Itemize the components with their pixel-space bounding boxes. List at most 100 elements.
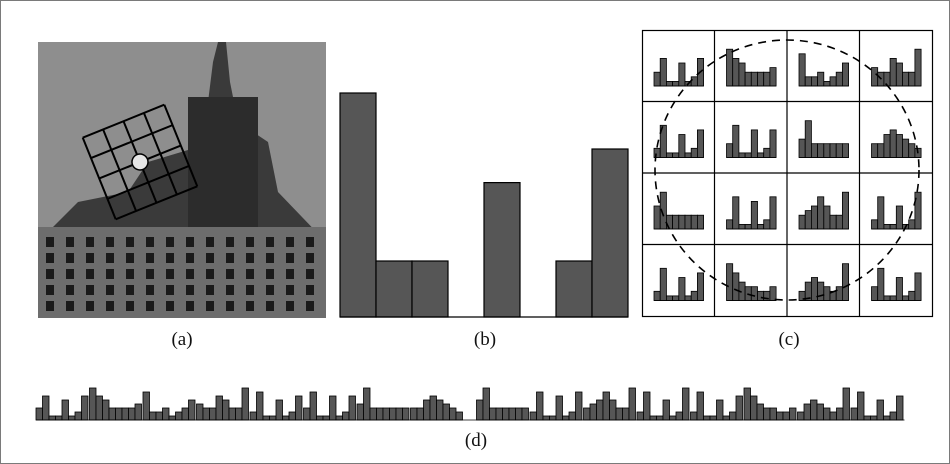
grid-line-v xyxy=(142,112,178,195)
vector-bar xyxy=(555,395,563,421)
window xyxy=(166,237,174,247)
cell-histogram-bar xyxy=(726,48,734,87)
cell-histogram-bar xyxy=(902,295,910,301)
vector-bar xyxy=(836,407,844,421)
vector-bar xyxy=(436,399,444,421)
cell-histogram-bar xyxy=(829,143,837,158)
window xyxy=(206,269,214,279)
vector-bar xyxy=(202,407,210,421)
vector-bar xyxy=(42,395,50,421)
cell-histogram-bar xyxy=(690,147,698,158)
window xyxy=(166,301,174,311)
window xyxy=(66,269,74,279)
histogram-bar xyxy=(375,260,413,318)
cell-histogram-bar xyxy=(798,138,806,158)
vector-bar xyxy=(690,411,698,421)
cell-histogram-bar xyxy=(665,295,673,301)
cell-histogram-bar xyxy=(769,196,777,230)
caption-b: (b) xyxy=(473,329,497,350)
vector-bar xyxy=(609,399,617,421)
vector-bar xyxy=(288,411,296,421)
vector-bar xyxy=(797,411,805,421)
window xyxy=(106,285,114,295)
vector-bar xyxy=(416,407,424,421)
window xyxy=(146,301,154,311)
vector-bar xyxy=(256,391,264,421)
vector-bar xyxy=(275,399,283,421)
vector-bar xyxy=(703,415,711,421)
window xyxy=(86,269,94,279)
window xyxy=(166,269,174,279)
vector-bar xyxy=(850,407,858,421)
vector-bar xyxy=(128,407,136,421)
cell-histogram-bar xyxy=(817,281,825,301)
vector-bar xyxy=(643,391,651,421)
cell-histogram-bar xyxy=(684,152,692,158)
window xyxy=(226,237,234,247)
cell-histogram-bar xyxy=(908,71,916,87)
window xyxy=(226,301,234,311)
vector-bar xyxy=(142,391,150,421)
image-patch-panel xyxy=(38,42,326,318)
cell-histogram-bar xyxy=(665,214,673,230)
vector-bar xyxy=(823,407,831,421)
cell-histogram-bar xyxy=(672,81,680,87)
vector-bar xyxy=(776,411,784,421)
vector-bar xyxy=(168,415,176,421)
window xyxy=(126,269,134,279)
cell-histogram-bar xyxy=(732,57,740,87)
window xyxy=(46,285,54,295)
cell-histogram-bar xyxy=(750,71,758,87)
window xyxy=(266,237,274,247)
cell-histogram-bar xyxy=(871,143,879,158)
window xyxy=(246,269,254,279)
vector-bar xyxy=(662,399,670,421)
cell-histogram-bar xyxy=(810,76,818,87)
vector-bar xyxy=(508,407,516,421)
cell-histogram-bar xyxy=(908,219,916,230)
window xyxy=(146,253,154,263)
cell-histogram-bar xyxy=(665,152,673,158)
cell-histogram-bar xyxy=(871,286,879,301)
window xyxy=(126,237,134,247)
window xyxy=(306,301,314,311)
cell-histogram-bar xyxy=(653,147,661,158)
cell-histogram-bar xyxy=(883,71,891,87)
vector-bar xyxy=(682,387,690,421)
window xyxy=(86,253,94,263)
vector-bar xyxy=(542,415,550,421)
cell-histogram-bar xyxy=(883,295,891,301)
grid-line-h xyxy=(115,185,198,221)
cell-histogram-bar xyxy=(835,214,843,230)
cell-histogram-bar xyxy=(902,138,910,158)
cell-histogram-bar xyxy=(914,191,922,230)
cell-histogram-bar xyxy=(757,152,765,158)
cell-histogram-bar xyxy=(738,223,746,230)
vector-bar xyxy=(134,403,142,421)
window xyxy=(66,253,74,263)
vector-bar xyxy=(716,399,724,421)
orientation-histogram xyxy=(339,92,629,318)
cell-histogram-bar xyxy=(697,214,705,230)
vector-bar xyxy=(95,395,103,421)
vector-bar xyxy=(81,395,89,421)
cell-histogram-bar xyxy=(804,210,812,230)
window xyxy=(66,285,74,295)
cell-histogram-bar xyxy=(763,71,771,87)
cell-histogram-bar xyxy=(690,290,698,301)
vector-bar xyxy=(155,411,163,421)
cell-histogram-bar xyxy=(726,263,734,301)
window xyxy=(306,285,314,295)
vector-bar xyxy=(228,407,236,421)
cell-histogram-bar xyxy=(889,57,897,87)
cell-histogram-bar xyxy=(763,147,771,158)
cell-histogram-bar xyxy=(889,223,897,230)
window xyxy=(226,253,234,263)
window xyxy=(306,269,314,279)
vector-bar xyxy=(369,407,377,421)
cell-histogram-bar xyxy=(835,143,843,158)
cell-histogram-bar xyxy=(895,134,903,158)
vector-bar xyxy=(743,387,751,421)
cell-histogram-bar xyxy=(798,53,806,87)
window xyxy=(306,237,314,247)
